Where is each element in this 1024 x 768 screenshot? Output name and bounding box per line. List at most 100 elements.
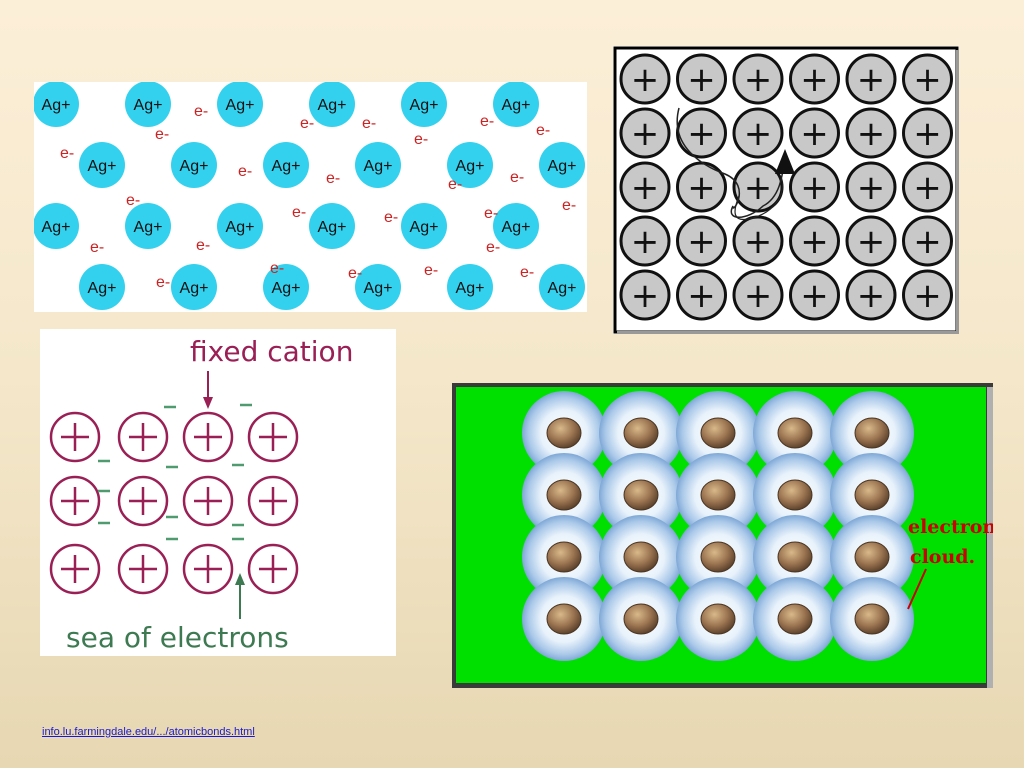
fixed-cation — [117, 475, 169, 527]
svg-text:Ag+: Ag+ — [272, 158, 301, 175]
silver-ion: Ag+ — [355, 142, 401, 188]
fixed-cation — [182, 543, 234, 595]
svg-text:+: + — [857, 222, 886, 262]
sea-of-electrons-label: sea of electrons — [66, 621, 289, 654]
svg-text:Ag+: Ag+ — [88, 158, 117, 175]
silver-ion: Ag+ — [309, 82, 355, 127]
silver-ion: Ag+ — [401, 82, 447, 127]
svg-text:+: + — [800, 114, 829, 154]
grey-cation: + — [676, 53, 727, 105]
silver-lattice-diagram: Ag+Ag+Ag+Ag+Ag+Ag+Ag+Ag+Ag+Ag+Ag+Ag+Ag+A… — [34, 82, 587, 312]
electron-label: e- — [155, 126, 169, 143]
grey-cation: + — [902, 107, 953, 159]
silver-ion: Ag+ — [309, 203, 355, 249]
electron-label: e- — [536, 122, 550, 139]
cloud-atom — [522, 577, 606, 661]
electron-label: e- — [60, 145, 74, 162]
electron-cloud-pointer — [907, 568, 927, 610]
fixed-cation-label: fixed cation — [190, 335, 353, 368]
grey-cation: + — [845, 107, 897, 159]
electron-label: e- — [300, 115, 314, 132]
fixed-cation — [182, 411, 234, 463]
svg-text:Ag+: Ag+ — [134, 219, 163, 236]
electron-label: e- — [326, 170, 340, 187]
silver-ion: Ag+ — [401, 203, 447, 249]
fixed-cation — [49, 475, 101, 527]
svg-text:+: + — [687, 222, 716, 262]
svg-text:+: + — [913, 222, 942, 262]
electron-cloud-label-line2: cloud. — [910, 546, 975, 568]
svg-text:Ag+: Ag+ — [410, 219, 439, 236]
electron-label: e- — [520, 264, 534, 281]
grey-cation: + — [676, 215, 727, 267]
cloud-atom — [599, 515, 683, 599]
cloud-atom — [753, 453, 837, 537]
electron-label: e- — [126, 192, 140, 209]
electron-label: e- — [424, 262, 438, 279]
silver-ion: Ag+ — [171, 264, 217, 310]
svg-text:+: + — [744, 276, 773, 316]
grey-cation: + — [676, 161, 727, 213]
svg-text:Ag+: Ag+ — [42, 219, 71, 236]
svg-text:+: + — [744, 222, 773, 262]
electron-label: e- — [348, 265, 362, 282]
cloud-atom — [753, 391, 837, 475]
svg-text:+: + — [744, 114, 773, 154]
cloud-atom — [830, 391, 914, 475]
arrow-up-icon — [775, 149, 795, 174]
svg-text:Ag+: Ag+ — [364, 280, 393, 297]
grey-cation: + — [619, 269, 671, 321]
svg-text:+: + — [687, 168, 716, 208]
grey-cation: + — [789, 269, 840, 321]
cloud-atom — [753, 577, 837, 661]
source-link[interactable]: info.lu.farmingdale.edu/.../atomicbonds.… — [42, 726, 255, 738]
cloud-atom — [676, 515, 760, 599]
silver-ion: Ag+ — [539, 264, 585, 310]
cloud-atom — [522, 453, 606, 537]
silver-ion: Ag+ — [217, 203, 263, 249]
fixed-cation — [117, 543, 169, 595]
fixed-cation — [247, 475, 299, 527]
svg-text:Ag+: Ag+ — [42, 97, 71, 114]
electron-label: e- — [562, 197, 576, 214]
fixed-cation — [182, 475, 234, 527]
svg-text:Ag+: Ag+ — [88, 280, 117, 297]
svg-text:Ag+: Ag+ — [226, 219, 255, 236]
electron-cloud-label-line1: electron — [908, 516, 993, 538]
silver-ion: Ag+ — [263, 264, 309, 310]
svg-text:+: + — [687, 60, 716, 100]
cloud-atom — [676, 577, 760, 661]
svg-text:+: + — [687, 114, 716, 154]
grey-cation: + — [619, 161, 671, 213]
svg-text:+: + — [913, 168, 942, 208]
electron-label: e- — [270, 260, 284, 277]
silver-ion: Ag+ — [447, 142, 493, 188]
electron-label: e- — [292, 204, 306, 221]
svg-text:Ag+: Ag+ — [180, 158, 209, 175]
silver-ion: Ag+ — [125, 203, 171, 249]
electron-label: e- — [484, 205, 498, 222]
svg-text:Ag+: Ag+ — [456, 158, 485, 175]
electron-label: e- — [480, 113, 494, 130]
silver-ion: Ag+ — [355, 264, 401, 310]
silver-ion: Ag+ — [79, 264, 125, 310]
grey-cation-lattice-svg: ++++++++++++++++++++++++++++++ — [613, 46, 959, 334]
grey-cation: + — [789, 53, 840, 105]
cloud-atom — [599, 577, 683, 661]
silver-ion: Ag+ — [34, 203, 79, 249]
cloud-atom — [599, 391, 683, 475]
svg-text:Ag+: Ag+ — [318, 219, 347, 236]
cloud-atom — [830, 577, 914, 661]
svg-text:+: + — [913, 276, 942, 316]
grey-cation: + — [619, 107, 671, 159]
electron-label: e- — [448, 176, 462, 193]
cloud-atom — [599, 453, 683, 537]
electron-cloud-diagram: electron cloud. — [452, 383, 993, 688]
fixed-cation — [49, 411, 101, 463]
silver-ion: Ag+ — [79, 142, 125, 188]
electron-cloud-svg: electron cloud. — [452, 383, 993, 688]
silver-ion: Ag+ — [493, 82, 539, 127]
grey-cation: + — [676, 107, 727, 159]
svg-text:+: + — [857, 276, 886, 316]
silver-ion: Ag+ — [263, 142, 309, 188]
